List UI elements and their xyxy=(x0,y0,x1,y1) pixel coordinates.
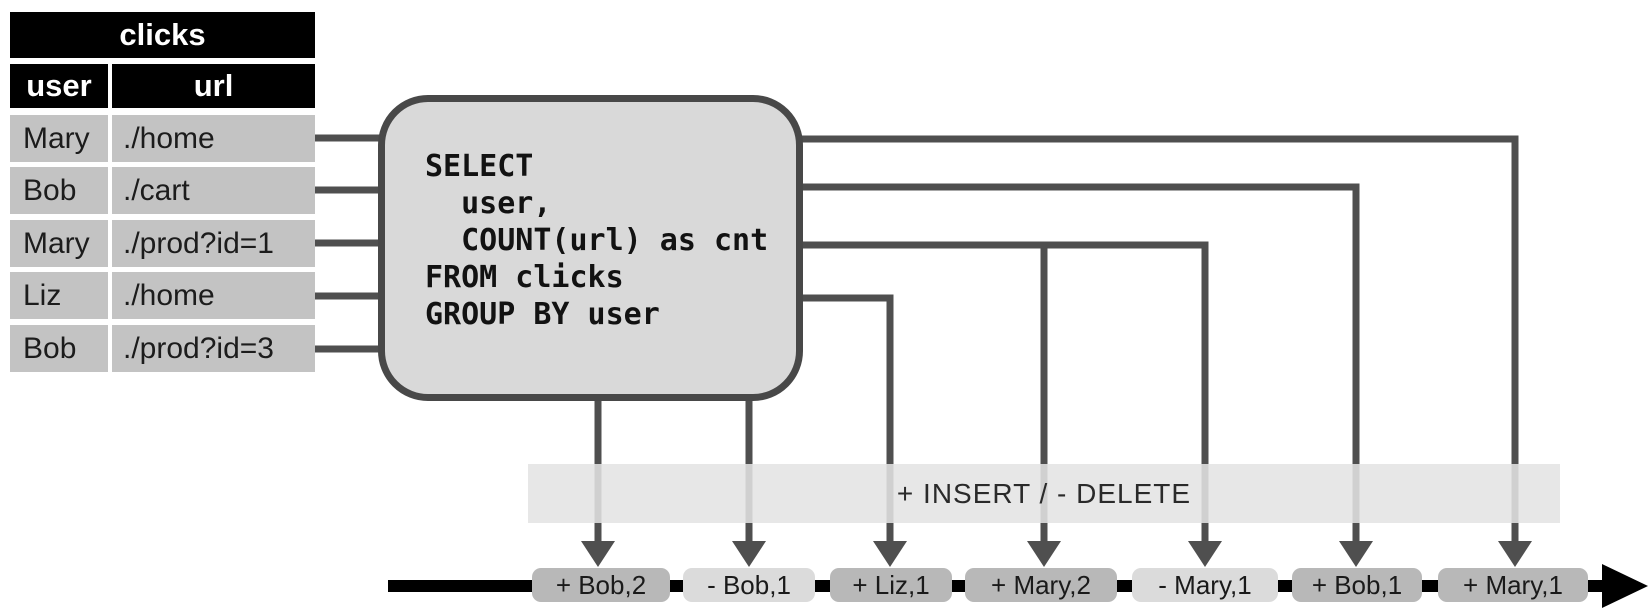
table-title: clicks xyxy=(10,12,315,58)
insert-delete-band: + INSERT / - DELETE xyxy=(528,464,1560,523)
timeline-event-1: - Bob,1 xyxy=(683,568,815,602)
output-route-line xyxy=(800,135,1519,544)
url-cell: ./prod?id=1 xyxy=(112,220,315,267)
column-header-url: url xyxy=(112,64,315,108)
url-cell: ./cart xyxy=(112,167,315,214)
output-route-line xyxy=(800,183,1360,544)
timeline-event-5: + Bob,1 xyxy=(1292,568,1422,602)
down-arrowhead-icon xyxy=(732,541,766,567)
url-cell: ./home xyxy=(112,272,315,319)
column-header-user: user xyxy=(10,64,108,108)
output-route-line xyxy=(800,294,894,544)
timeline-event-4: - Mary,1 xyxy=(1132,568,1278,602)
user-cell: Bob xyxy=(10,167,108,214)
down-arrowhead-icon xyxy=(1498,541,1532,567)
url-cell: ./prod?id=3 xyxy=(112,325,315,372)
band-label: + INSERT / - DELETE xyxy=(896,477,1192,509)
user-cell: Mary xyxy=(10,115,108,162)
down-arrowhead-icon xyxy=(873,541,907,567)
down-arrowhead-icon xyxy=(1339,541,1373,567)
timeline-event-3: + Mary,2 xyxy=(965,568,1117,602)
down-arrowhead-icon xyxy=(581,541,615,567)
timeline-event-2: + Liz,1 xyxy=(830,568,952,602)
timeline-arrowhead-icon xyxy=(1602,564,1648,608)
timeline-event-6: + Mary,1 xyxy=(1438,568,1588,602)
timeline-event-0: + Bob,2 xyxy=(532,568,670,602)
user-cell: Bob xyxy=(10,325,108,372)
down-arrowhead-icon xyxy=(1188,541,1222,567)
down-arrowhead-icon xyxy=(1027,541,1061,567)
user-cell: Mary xyxy=(10,220,108,267)
sql-query-box: SELECT user, COUNT(url) as cnt FROM clic… xyxy=(378,95,803,401)
clicks-table: clicks user url Mary ./home Bob ./cart M… xyxy=(10,12,315,372)
user-cell: Liz xyxy=(10,272,108,319)
sql-query-text: SELECT user, COUNT(url) as cnt FROM clic… xyxy=(425,149,769,332)
output-route-line xyxy=(800,241,1209,544)
url-cell: ./home xyxy=(112,115,315,162)
